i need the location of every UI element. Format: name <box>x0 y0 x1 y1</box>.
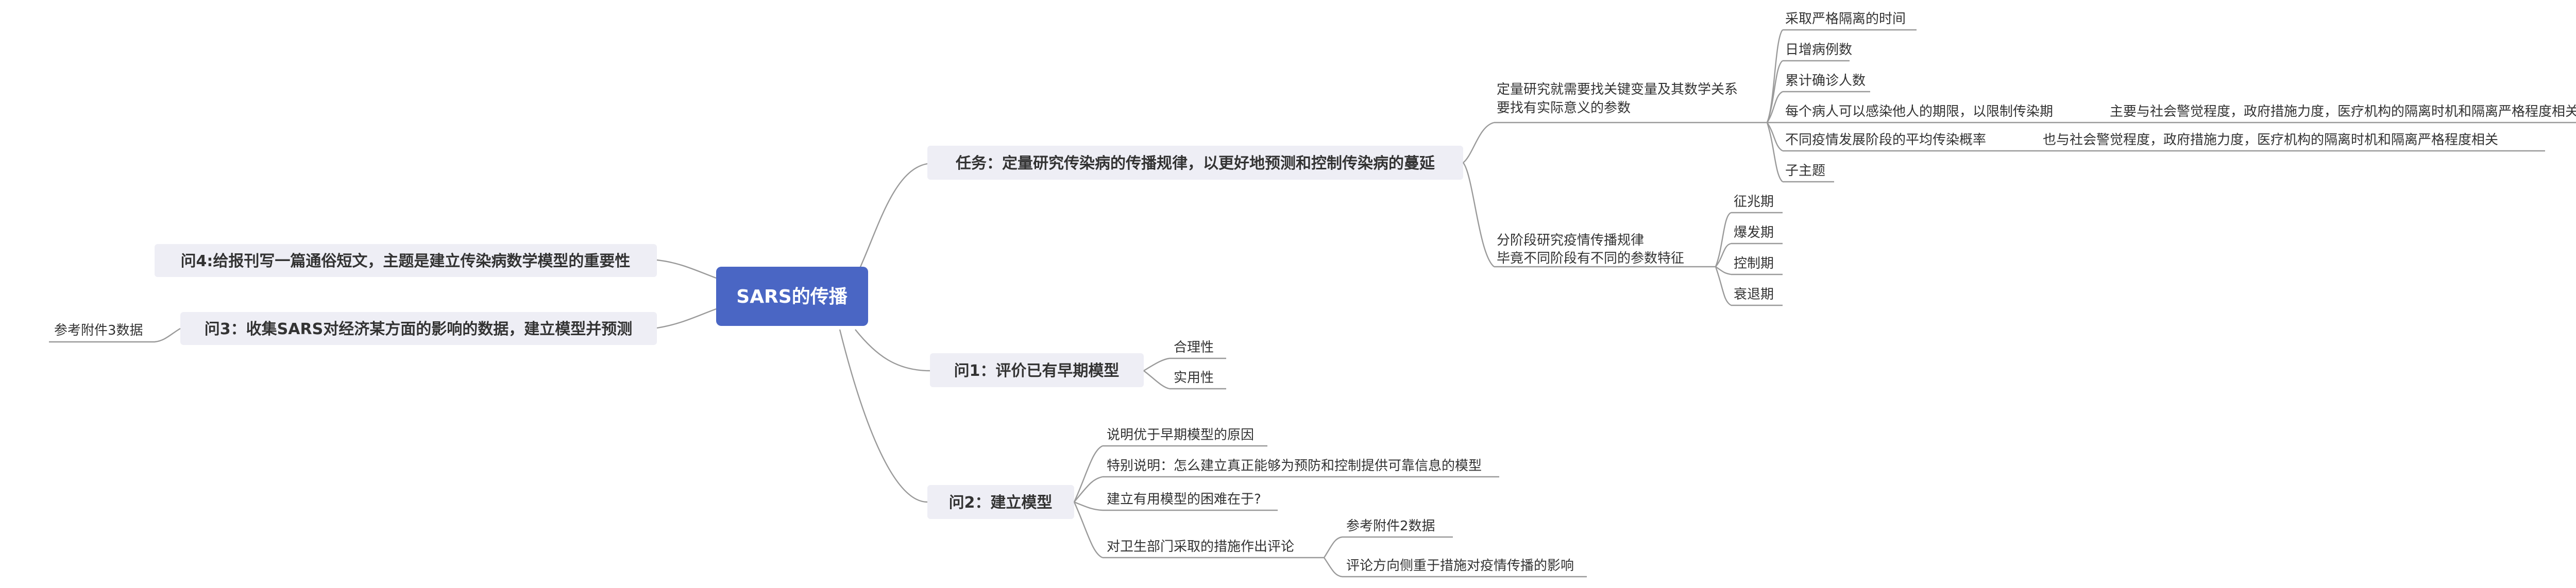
q2-item-b[interactable]: 特别说明：怎么建立真正能够为预防和控制提供可靠信息的模型 <box>1103 458 1499 478</box>
stages-line2: 毕竟不同阶段有不同的参数特征 <box>1497 251 1684 266</box>
svg-text:合理性: 合理性 <box>1174 340 1214 355</box>
svg-text:也与社会警觉程度，政府措施力度，医疗机构的隔离时机和隔离严格: 也与社会警觉程度，政府措施力度，医疗机构的隔离时机和隔离严格程度相关 <box>2043 132 2498 148</box>
quant-item-strict-time[interactable]: 采取严格隔离的时间 <box>1783 11 1917 31</box>
root-connectors <box>656 163 930 503</box>
connector-root-task <box>854 163 928 279</box>
quant-item-daily-cases[interactable]: 日增病例数 <box>1783 42 1852 62</box>
quant-line1: 定量研究就需要找关键变量及其数学关系 <box>1497 82 1738 97</box>
q2-connectors <box>1073 445 1103 559</box>
q2-item-a[interactable]: 说明优于早期模型的原因 <box>1103 427 1267 447</box>
stages-node[interactable]: 分阶段研究疫情传播规律 毕竟不同阶段有不同的参数特征 <box>1494 233 1716 268</box>
task-label: 任务：定量研究传染病的传播规律，以更好地预测和控制传染病的蔓延 <box>955 154 1435 172</box>
svg-text:子主题: 子主题 <box>1785 163 1825 179</box>
stage-item-s4[interactable]: 衰退期 <box>1731 287 1783 306</box>
svg-text:控制期: 控制期 <box>1734 256 1774 271</box>
quant-item-subtopic[interactable]: 子主题 <box>1783 163 1834 183</box>
quant-connectors <box>1766 29 1783 182</box>
quant-node[interactable]: 定量研究就需要找关键变量及其数学关系 要找有实际意义的参数 <box>1494 82 1767 124</box>
connector-root-q3 <box>656 308 717 329</box>
svg-text:累计确诊人数: 累计确诊人数 <box>1785 73 1866 89</box>
quant-line2: 要找有实际意义的参数 <box>1497 100 1631 116</box>
stage-item-s1[interactable]: 征兆期 <box>1731 194 1783 214</box>
svg-text:衰退期: 衰退期 <box>1734 287 1774 302</box>
svg-text:每个病人可以感染他人的期限，以限制传染期: 每个病人可以感染他人的期限，以限制传染期 <box>1785 104 2053 119</box>
svg-text:征兆期: 征兆期 <box>1734 194 1774 210</box>
quant-item-infect-period[interactable]: 每个病人可以感染他人的期限，以限制传染期 <box>1783 104 2087 124</box>
q3-label: 问3：收集SARS对经济某方面的影响的数据，建立模型并预测 <box>205 320 632 338</box>
connector-task-quant <box>1463 122 1495 163</box>
svg-text:参考附件2数据: 参考附件2数据 <box>1346 518 1435 534</box>
stage-item-s3[interactable]: 控制期 <box>1731 256 1783 275</box>
connector-root-q2 <box>839 329 928 503</box>
q2-item-d[interactable]: 对卫生部门采取的措施作出评论 <box>1103 539 1324 559</box>
stages-line1: 分阶段研究疫情传播规律 <box>1497 233 1644 248</box>
stages-connectors <box>1715 212 1732 306</box>
task-node[interactable]: 任务：定量研究传染病的传播规律，以更好地预测和控制传染病的蔓延 <box>927 146 1463 180</box>
svg-text:建立有用模型的困难在于?: 建立有用模型的困难在于? <box>1107 492 1261 507</box>
svg-text:说明优于早期模型的原因: 说明优于早期模型的原因 <box>1107 427 1254 443</box>
q1-node[interactable]: 问1：评价已有早期模型 <box>930 353 1144 387</box>
svg-text:日增病例数: 日增病例数 <box>1785 42 1852 58</box>
q2-item-c[interactable]: 建立有用模型的困难在于? <box>1103 492 1278 511</box>
q1-label: 问1：评价已有早期模型 <box>954 362 1120 380</box>
svg-text:对卫生部门采取的措施作出评论: 对卫生部门采取的措施作出评论 <box>1107 539 1294 555</box>
q4-node[interactable]: 问4:给报刊写一篇通俗短文，主题是建立传染病数学模型的重要性 <box>155 244 657 277</box>
q1-item-b[interactable]: 实用性 <box>1170 370 1226 390</box>
q2-label: 问2：建立模型 <box>949 494 1053 512</box>
svg-text:爆发期: 爆发期 <box>1734 225 1774 240</box>
q2-item-d1[interactable]: 参考附件2数据 <box>1342 518 1453 538</box>
svg-text:不同疫情发展阶段的平均传染概率: 不同疫情发展阶段的平均传染概率 <box>1785 132 1986 148</box>
q2-node[interactable]: 问2：建立模型 <box>927 485 1074 519</box>
root-node[interactable]: SARS的传播 <box>716 267 868 326</box>
connector-task-stages <box>1463 162 1495 267</box>
avg-prob-note[interactable]: 也与社会警觉程度，政府措施力度，医疗机构的隔离时机和隔离严格程度相关 <box>2040 132 2545 152</box>
q1-item-a[interactable]: 合理性 <box>1170 340 1226 359</box>
root-label: SARS的传播 <box>736 286 848 307</box>
svg-text:实用性: 实用性 <box>1174 370 1214 386</box>
connector-root-q4 <box>656 259 717 279</box>
svg-text:采取严格隔离的时间: 采取严格隔离的时间 <box>1785 11 1906 27</box>
quant-item-cumulative[interactable]: 累计确诊人数 <box>1783 73 1870 93</box>
connector-q3-ref <box>154 327 181 343</box>
connector-root-q1 <box>855 329 930 372</box>
svg-text:评论方向侧重于措施对疫情传播的影响: 评论方向侧重于措施对疫情传播的影响 <box>1346 558 1574 574</box>
q2-item-d2[interactable]: 评论方向侧重于措施对疫情传播的影响 <box>1342 558 1587 578</box>
q3-node[interactable]: 问3：收集SARS对经济某方面的影响的数据，建立模型并预测 <box>180 312 657 345</box>
svg-text:特别说明：怎么建立真正能够为预防和控制提供可靠信息的模型: 特别说明：怎么建立真正能够为预防和控制提供可靠信息的模型 <box>1107 458 1482 474</box>
stage-item-s2[interactable]: 爆发期 <box>1731 225 1783 245</box>
q3-ref-label: 参考附件3数据 <box>54 323 143 338</box>
svg-text:主要与社会警觉程度，政府措施力度，医疗机构的隔离时机和隔离严: 主要与社会警觉程度，政府措施力度，医疗机构的隔离时机和隔离严格程度相关 <box>2110 104 2576 119</box>
quant-item-avg-prob[interactable]: 不同疫情发展阶段的平均传染概率 <box>1783 132 2025 152</box>
infect-period-note[interactable]: 主要与社会警觉程度，政府措施力度，医疗机构的隔离时机和隔离严格程度相关 <box>2107 104 2576 124</box>
q4-label: 问4:给报刊写一篇通俗短文，主题是建立传染病数学模型的重要性 <box>181 252 631 270</box>
